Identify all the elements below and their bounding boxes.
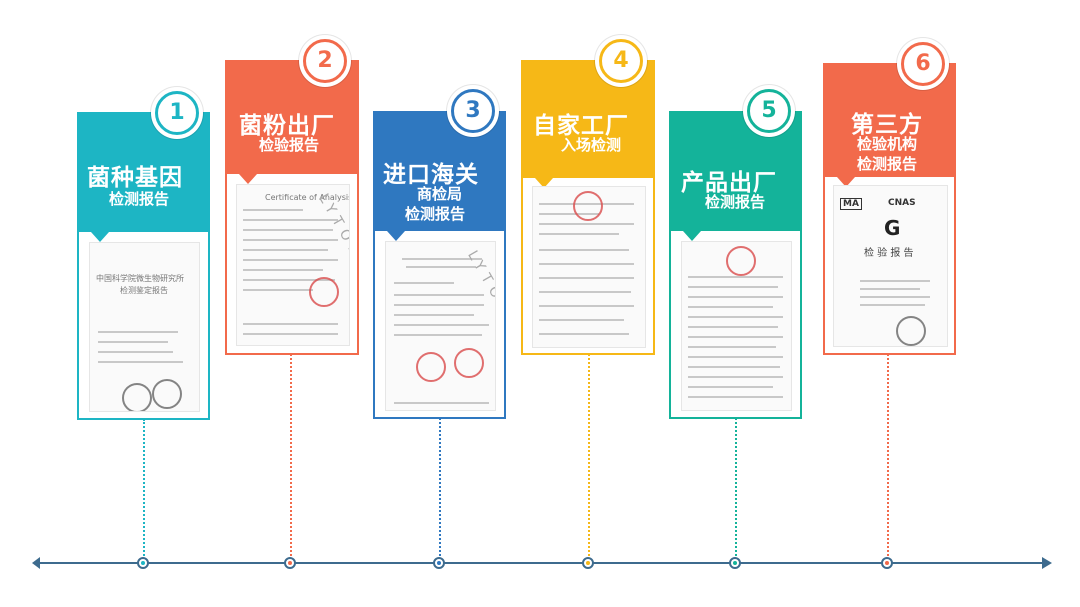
inspection-g-mark-icon: G [884,216,901,240]
step-subtitle-3-line1: 商检局 [417,185,463,203]
step-subtitle-3-line2: 检测报告 [405,205,466,223]
step-header-2: 菌粉出厂 检验报告 [227,62,357,184]
timeline-right-arrow-icon [1042,557,1052,569]
report-image-2: Certificate of Analysis LYTONE [236,184,350,346]
step-number-badge-5: 5 [747,89,791,133]
step-number-badge-3: 3 [451,89,495,133]
connector-2 [290,354,292,556]
timeline-node-1 [137,557,149,569]
connector-1 [143,419,145,556]
step-subtitle-1: 检测报告 [109,190,170,208]
step-header-3: 进口海关 商检局 检测报告 [375,113,504,241]
step-title-3: 进口海关 [383,162,479,188]
step-number-badge-4: 4 [599,39,643,83]
timeline-left-arrow-icon [32,557,40,569]
report-image-4 [532,186,646,348]
step-card-5: 产品出厂 检测报告 [669,111,802,419]
step-title-5: 产品出厂 [681,170,777,196]
step-subtitle-6-line2: 检测报告 [857,155,918,173]
step-subtitle-6-line1: 检验机构 [857,135,918,153]
step-title-2: 菌粉出厂 [239,113,335,139]
report-image-1: 中国科学院微生物研究所 检测鉴定报告 [89,242,200,412]
step-header-4: 自家工厂 入场检测 [523,62,653,188]
connector-6 [887,354,889,556]
step-card-4: 自家工厂 入场检测 [521,60,655,355]
step-subtitle-2: 检验报告 [259,136,320,154]
timeline-node-5 [729,557,741,569]
report-image-6: MA CNAS G 检 验 报 告 [833,185,948,347]
connector-5 [735,418,737,556]
step-subtitle-4: 入场检测 [561,136,622,154]
step-title-4: 自家工厂 [533,113,629,139]
step-card-3: 进口海关 商检局 检测报告 LYTONE [373,111,506,419]
step-title-6: 第三方 [851,112,923,138]
timeline-node-4 [582,557,594,569]
step-header-1: 菌种基因 检测报告 [79,114,208,242]
cert-logo-ma: MA [840,198,862,210]
timeline-node-2 [284,557,296,569]
step-number-badge-6: 6 [901,42,945,86]
cert-logo-cnas: CNAS [888,198,916,208]
timeline-node-3 [433,557,445,569]
step-number-badge-1: 1 [155,91,199,135]
report-image-5 [681,241,792,411]
step-number-badge-2: 2 [303,39,347,83]
report-image-3: LYTONE [385,241,496,411]
step-subtitle-5: 检测报告 [705,193,766,211]
connector-3 [439,418,441,556]
timeline-axis [38,562,1046,564]
step-card-6: 第三方 检验机构 检测报告 MA CNAS G 检 验 报 告 [823,63,956,355]
timeline-node-6 [881,557,893,569]
step-header-5: 产品出厂 检测报告 [671,113,800,241]
step-title-1: 菌种基因 [87,165,183,191]
step-card-2: 菌粉出厂 检验报告 Certificate of Analysis LYTONE [225,60,359,355]
step-card-1: 菌种基因 检测报告 中国科学院微生物研究所 检测鉴定报告 [77,112,210,420]
connector-4 [588,354,590,556]
